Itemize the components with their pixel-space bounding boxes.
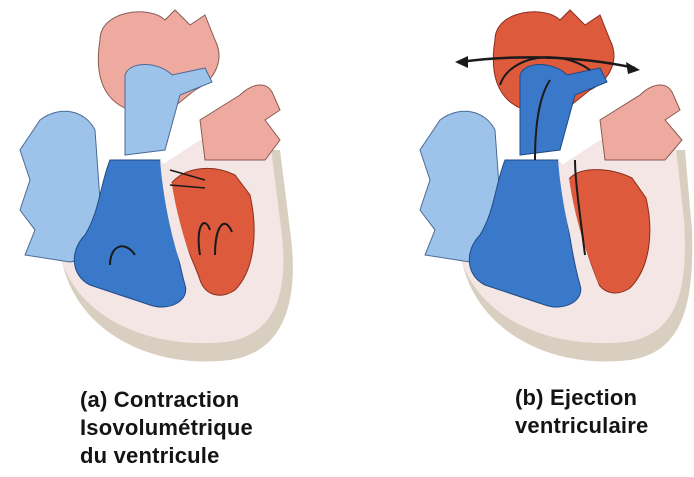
- pulmonary-veins-left: [600, 85, 682, 160]
- caption-ejection: (b) Ejection ventriculaire: [515, 384, 648, 440]
- ejection-arrowhead-right: [626, 62, 640, 74]
- heart-diagram-ejection: [400, 0, 694, 380]
- pulmonary-veins-left: [200, 85, 280, 160]
- caption-b-line-1: (b) Ejection: [515, 384, 648, 412]
- ejection-arrowhead-left: [455, 56, 468, 68]
- panel-isovolumetric-contraction: (a) Contraction Isovolumétrique du ventr…: [0, 0, 345, 477]
- panel-ventricular-ejection: (b) Ejection ventriculaire: [400, 0, 694, 477]
- caption-a-line-3: du ventricule: [80, 442, 253, 470]
- pulmonary-trunk: [520, 64, 607, 155]
- caption-a-line-2: Isovolumétrique: [80, 414, 253, 442]
- caption-contraction: (a) Contraction Isovolumétrique du ventr…: [80, 386, 253, 470]
- heart-diagram-contraction: [0, 0, 345, 380]
- caption-a-line-1: (a) Contraction: [80, 386, 253, 414]
- caption-b-line-2: ventriculaire: [515, 412, 648, 440]
